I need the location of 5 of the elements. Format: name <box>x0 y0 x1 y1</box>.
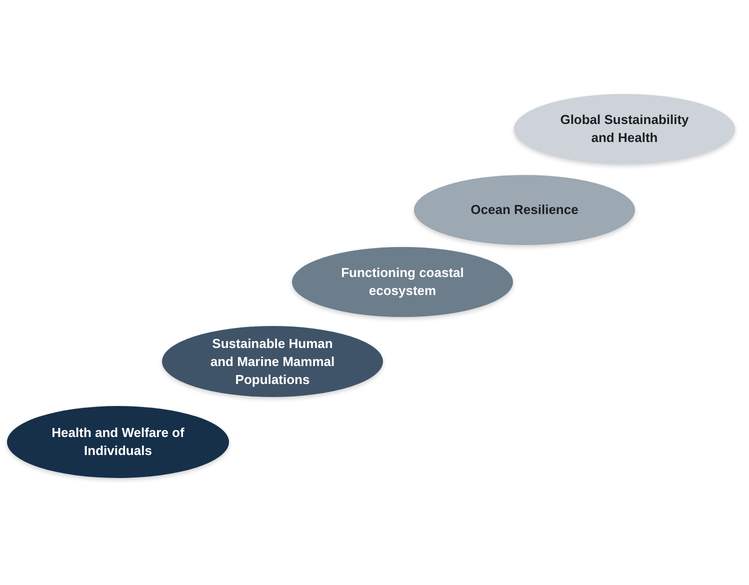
level-label: Sustainable Human and Marine Mammal Populations <box>209 334 336 388</box>
level-label: Ocean Resilience <box>470 201 578 219</box>
level-label: Functioning coastal ecosystem <box>340 264 465 300</box>
level-label: Health and Welfare of Individuals <box>50 424 186 460</box>
level-label: Global Sustainability and Health <box>559 111 690 147</box>
